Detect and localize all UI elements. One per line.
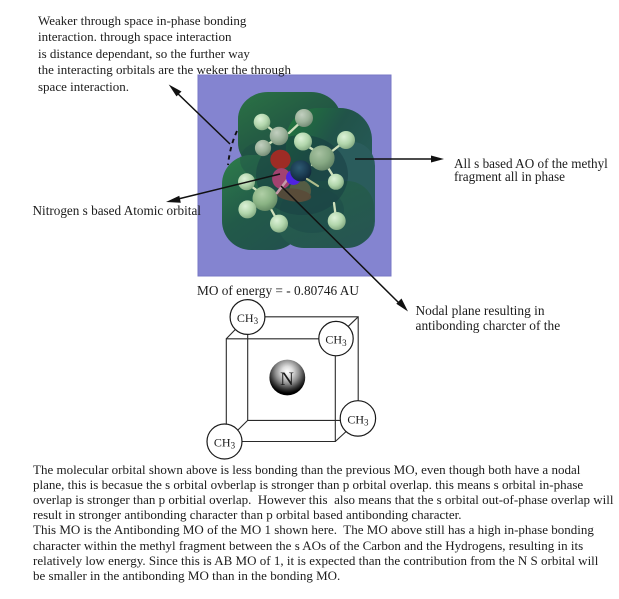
svg-text:CH3: CH3 <box>237 311 259 326</box>
svg-text:N: N <box>280 369 294 390</box>
svg-text:CH3: CH3 <box>347 412 369 427</box>
svg-text:CH3: CH3 <box>214 436 236 451</box>
svg-text:CH3: CH3 <box>325 333 347 348</box>
